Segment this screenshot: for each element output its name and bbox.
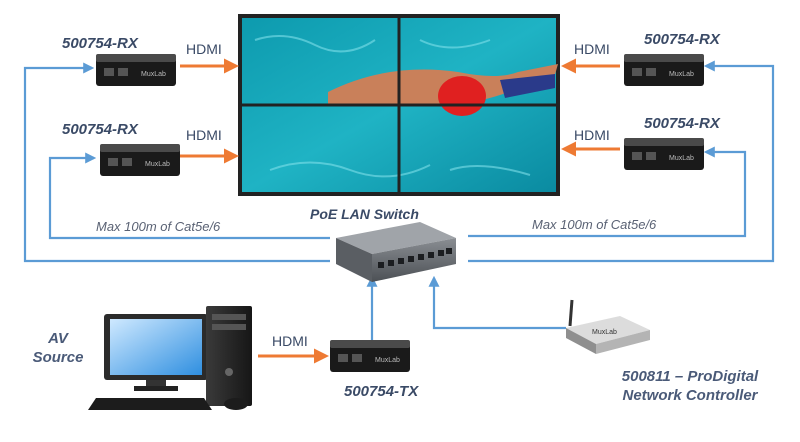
av-source-label: AV Source: [28, 330, 88, 368]
device-brand: MuxLab: [669, 71, 694, 78]
device-brand: MuxLab: [141, 71, 166, 78]
switch-label: PoE LAN Switch: [310, 206, 419, 222]
av-source-line1: AV: [48, 330, 68, 347]
hdmi-label-mid-right: HDMI: [574, 127, 610, 143]
cable-length-right: Max 100m of Cat5e/6: [532, 217, 657, 232]
av-source-line2: Source: [32, 348, 84, 366]
device-brand: MuxLab: [375, 357, 400, 364]
receiver-top-right-label: 500754-RX: [644, 31, 720, 48]
controller-line2: Network Controller: [622, 386, 758, 404]
network-cabling: [23, 60, 775, 345]
transmitter-box: MuxLab: [330, 340, 410, 372]
controller-brand: MuxLab: [592, 329, 617, 336]
hdmi-label-source: HDMI: [272, 333, 308, 349]
hdmi-arrows: [180, 58, 620, 364]
controller-line1: 500811 – ProDigital: [621, 368, 759, 385]
receiver-mid-left-label: 500754-RX: [62, 121, 138, 138]
receiver-top-right: MuxLab: [624, 54, 704, 86]
receiver-mid-right-label: 500754-RX: [644, 115, 720, 132]
network-controller-icon: MuxLab: [566, 299, 650, 354]
computer-icon: [88, 306, 252, 410]
controller-label: 500811 – ProDigital Network Controller: [590, 368, 790, 406]
device-brand: MuxLab: [145, 161, 170, 168]
receiver-top-left-label: 500754-RX: [62, 35, 138, 52]
hdmi-label-mid-left: HDMI: [186, 127, 222, 143]
device-brand: MuxLab: [669, 155, 694, 162]
hdmi-label-top-left: HDMI: [186, 41, 222, 57]
video-wall: [238, 14, 560, 196]
receiver-mid-left: MuxLab: [100, 144, 180, 176]
poe-switch: [336, 222, 456, 282]
cable-length-left: Max 100m of Cat5e/6: [96, 219, 221, 234]
transmitter-label: 500754-TX: [344, 383, 419, 400]
receiver-top-left: MuxLab: [96, 54, 176, 86]
hdmi-label-top-right: HDMI: [574, 41, 610, 57]
receiver-mid-right: MuxLab: [624, 138, 704, 170]
